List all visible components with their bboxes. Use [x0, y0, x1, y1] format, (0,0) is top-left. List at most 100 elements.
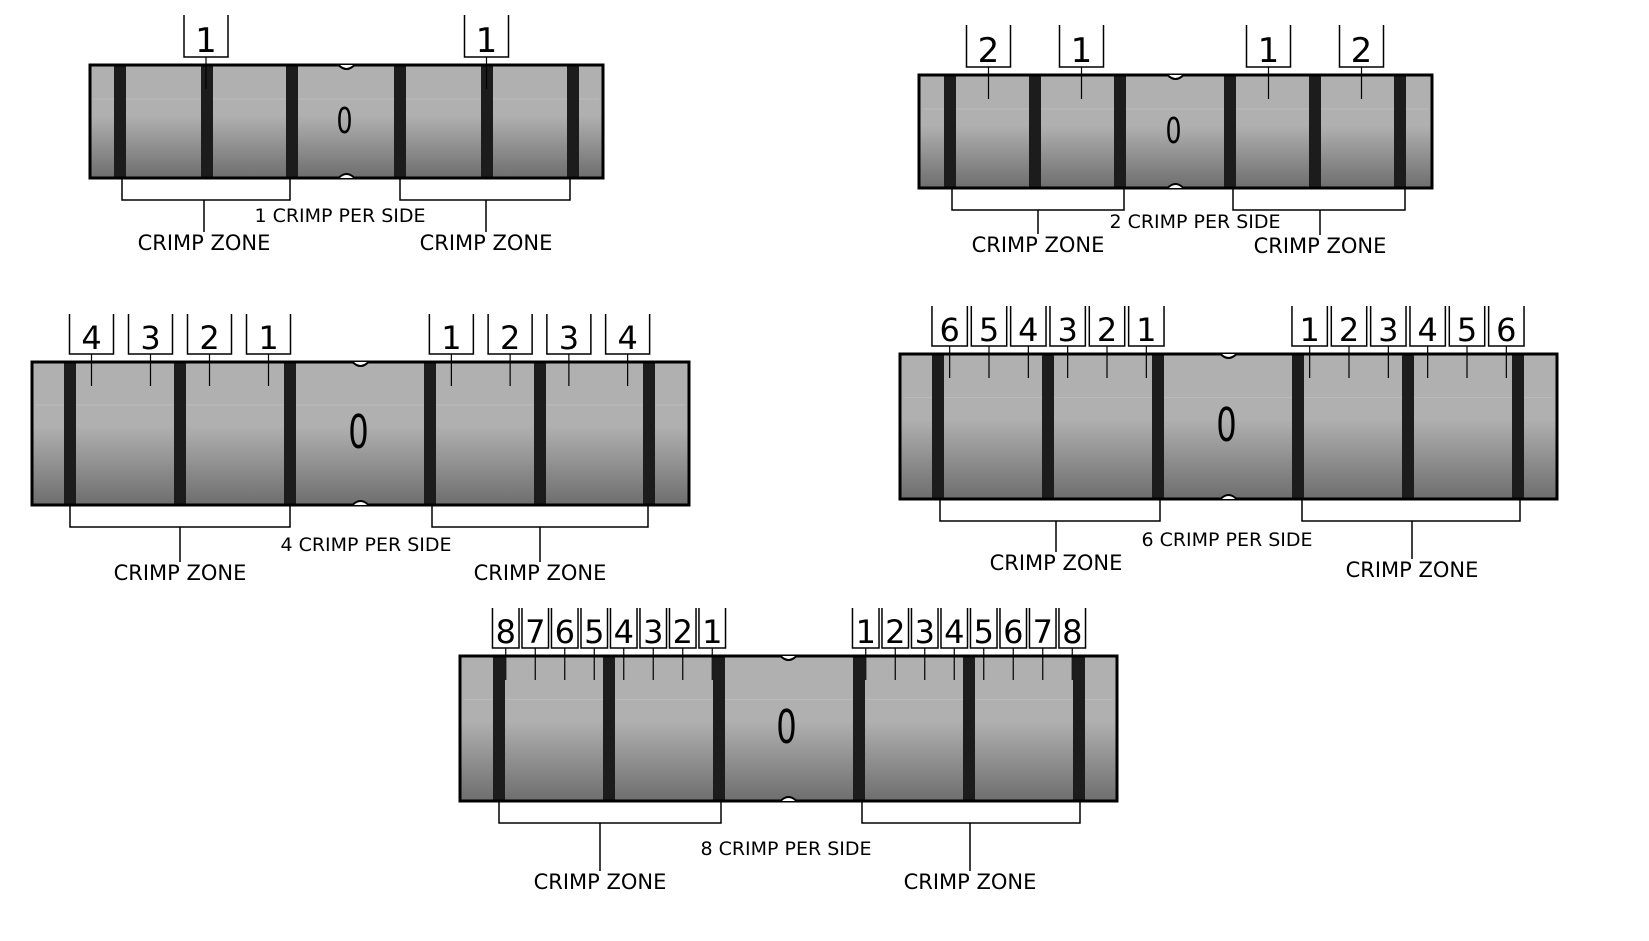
tube-body — [88, 63, 605, 180]
crimp-band — [286, 66, 298, 177]
crimp-zone-bracket — [1232, 188, 1406, 211]
crimp-band — [1309, 76, 1321, 187]
crimp-number-left-2: 2 — [978, 31, 1000, 71]
crimp-band — [394, 66, 406, 177]
crimp-zone-label: CRIMP ZONE — [474, 561, 607, 585]
center-notch-top — [1166, 74, 1185, 80]
crimp-band — [963, 657, 975, 800]
crimp-number-right-2: 2 — [1339, 311, 1359, 349]
crimp-band — [534, 363, 546, 504]
crimp-number-left-7: 7 — [525, 613, 545, 651]
tube-body — [898, 352, 1559, 501]
crimp-caption: 1 CRIMP PER SIDE — [254, 205, 425, 227]
crimp-number-right-3: 3 — [1378, 311, 1398, 349]
crimp-zone-label: CRIMP ZONE — [420, 231, 553, 255]
crimp-band — [1394, 76, 1406, 187]
crimp-caption: 4 CRIMP PER SIDE — [280, 534, 451, 556]
crimp-zone-label: CRIMP ZONE — [1254, 234, 1387, 258]
crimp-number-left-6: 6 — [555, 613, 575, 651]
crimp-caption: 2 CRIMP PER SIDE — [1109, 211, 1280, 233]
crimp-band — [1152, 355, 1164, 498]
crimp-number-left-5: 5 — [584, 613, 604, 651]
crimp-band — [1029, 76, 1041, 187]
center-notch-top — [337, 64, 356, 70]
crimp-band — [1292, 355, 1304, 498]
crimp-zone-label: CRIMP ZONE — [904, 870, 1037, 894]
crimp-number-right-1: 1 — [856, 613, 876, 651]
crimp-number-right-3: 3 — [915, 613, 935, 651]
center-notch-bottom — [337, 173, 356, 179]
crimp-number-right-1: 1 — [1258, 31, 1280, 71]
center-mark: 0 — [348, 406, 368, 459]
crimp-number-left-3: 3 — [643, 613, 663, 651]
center-notch-bottom — [779, 796, 798, 802]
crimp-number-left-3: 3 — [1057, 311, 1077, 349]
crimp-number-left-1: 1 — [702, 613, 722, 651]
crimp-zone-bracket — [431, 505, 649, 528]
crimp-zone-bracket — [69, 505, 291, 528]
center-notch-top — [1219, 353, 1238, 359]
crimp-number-right-2: 2 — [500, 319, 520, 357]
crimp-zone-bracket — [498, 801, 722, 824]
center-notch-top — [351, 361, 370, 367]
crimp-band — [1042, 355, 1054, 498]
crimp-zone-label: CRIMP ZONE — [990, 551, 1123, 575]
crimp-zone-bracket — [951, 188, 1125, 211]
crimp-band — [114, 66, 126, 177]
crimp-number-left-4: 4 — [1018, 311, 1038, 349]
crimp-band — [944, 76, 956, 187]
crimp-band — [424, 363, 436, 504]
crimp-number-left-5: 5 — [979, 311, 999, 349]
center-notch-top — [779, 655, 798, 661]
crimp-band — [284, 363, 296, 504]
crimp-zone-label: CRIMP ZONE — [1346, 558, 1479, 582]
crimp-band — [1224, 76, 1236, 187]
crimp-band — [481, 66, 493, 177]
crimp-band — [853, 657, 865, 800]
crimp-zone-bracket — [399, 178, 571, 201]
crimp-number-right-1: 1 — [441, 319, 461, 357]
crimp-band — [174, 363, 186, 504]
center-mark: 0 — [1165, 110, 1181, 152]
crimp-number-left-1: 1 — [195, 21, 217, 61]
crimp-number-right-8: 8 — [1062, 613, 1082, 651]
center-notch-bottom — [351, 500, 370, 506]
crimp-band — [493, 657, 505, 800]
crimp-zone-bracket — [1301, 499, 1521, 522]
center-notch-bottom — [1166, 183, 1185, 189]
crimp-number-right-7: 7 — [1033, 613, 1053, 651]
center-mark: 0 — [776, 701, 796, 754]
crimp-zone-label: CRIMP ZONE — [138, 231, 271, 255]
crimp-zone-label: CRIMP ZONE — [972, 233, 1105, 257]
crimp-number-right-5: 5 — [974, 613, 994, 651]
crimp-band — [643, 363, 655, 504]
crimp-zone-label: CRIMP ZONE — [114, 561, 247, 585]
crimp-number-right-4: 4 — [944, 613, 964, 651]
crimp-zone-bracket — [939, 499, 1161, 522]
crimp-number-left-4: 4 — [81, 319, 101, 357]
crimp-number-right-2: 2 — [885, 613, 905, 651]
center-notch-bottom — [1219, 494, 1238, 500]
crimp-band — [64, 363, 76, 504]
crimp-number-left-6: 6 — [939, 311, 959, 349]
crimp-number-right-3: 3 — [559, 319, 579, 357]
crimp-number-left-2: 2 — [673, 613, 693, 651]
crimp-band — [1073, 657, 1085, 800]
crimp-number-right-4: 4 — [1417, 311, 1437, 349]
crimp-band — [932, 355, 944, 498]
crimp-number-left-2: 2 — [199, 319, 219, 357]
tube-body — [458, 654, 1119, 803]
crimp-caption: 6 CRIMP PER SIDE — [1141, 529, 1312, 551]
crimp-number-left-1: 1 — [258, 319, 278, 357]
crimp-zone-bracket — [861, 801, 1081, 824]
crimp-number-left-1: 1 — [1071, 31, 1093, 71]
crimp-number-left-4: 4 — [614, 613, 634, 651]
crimp-number-left-3: 3 — [140, 319, 160, 357]
crimp-number-right-1: 1 — [476, 21, 498, 61]
crimp-band — [603, 657, 615, 800]
crimp-band — [201, 66, 213, 177]
crimp-zone-label: CRIMP ZONE — [534, 870, 667, 894]
